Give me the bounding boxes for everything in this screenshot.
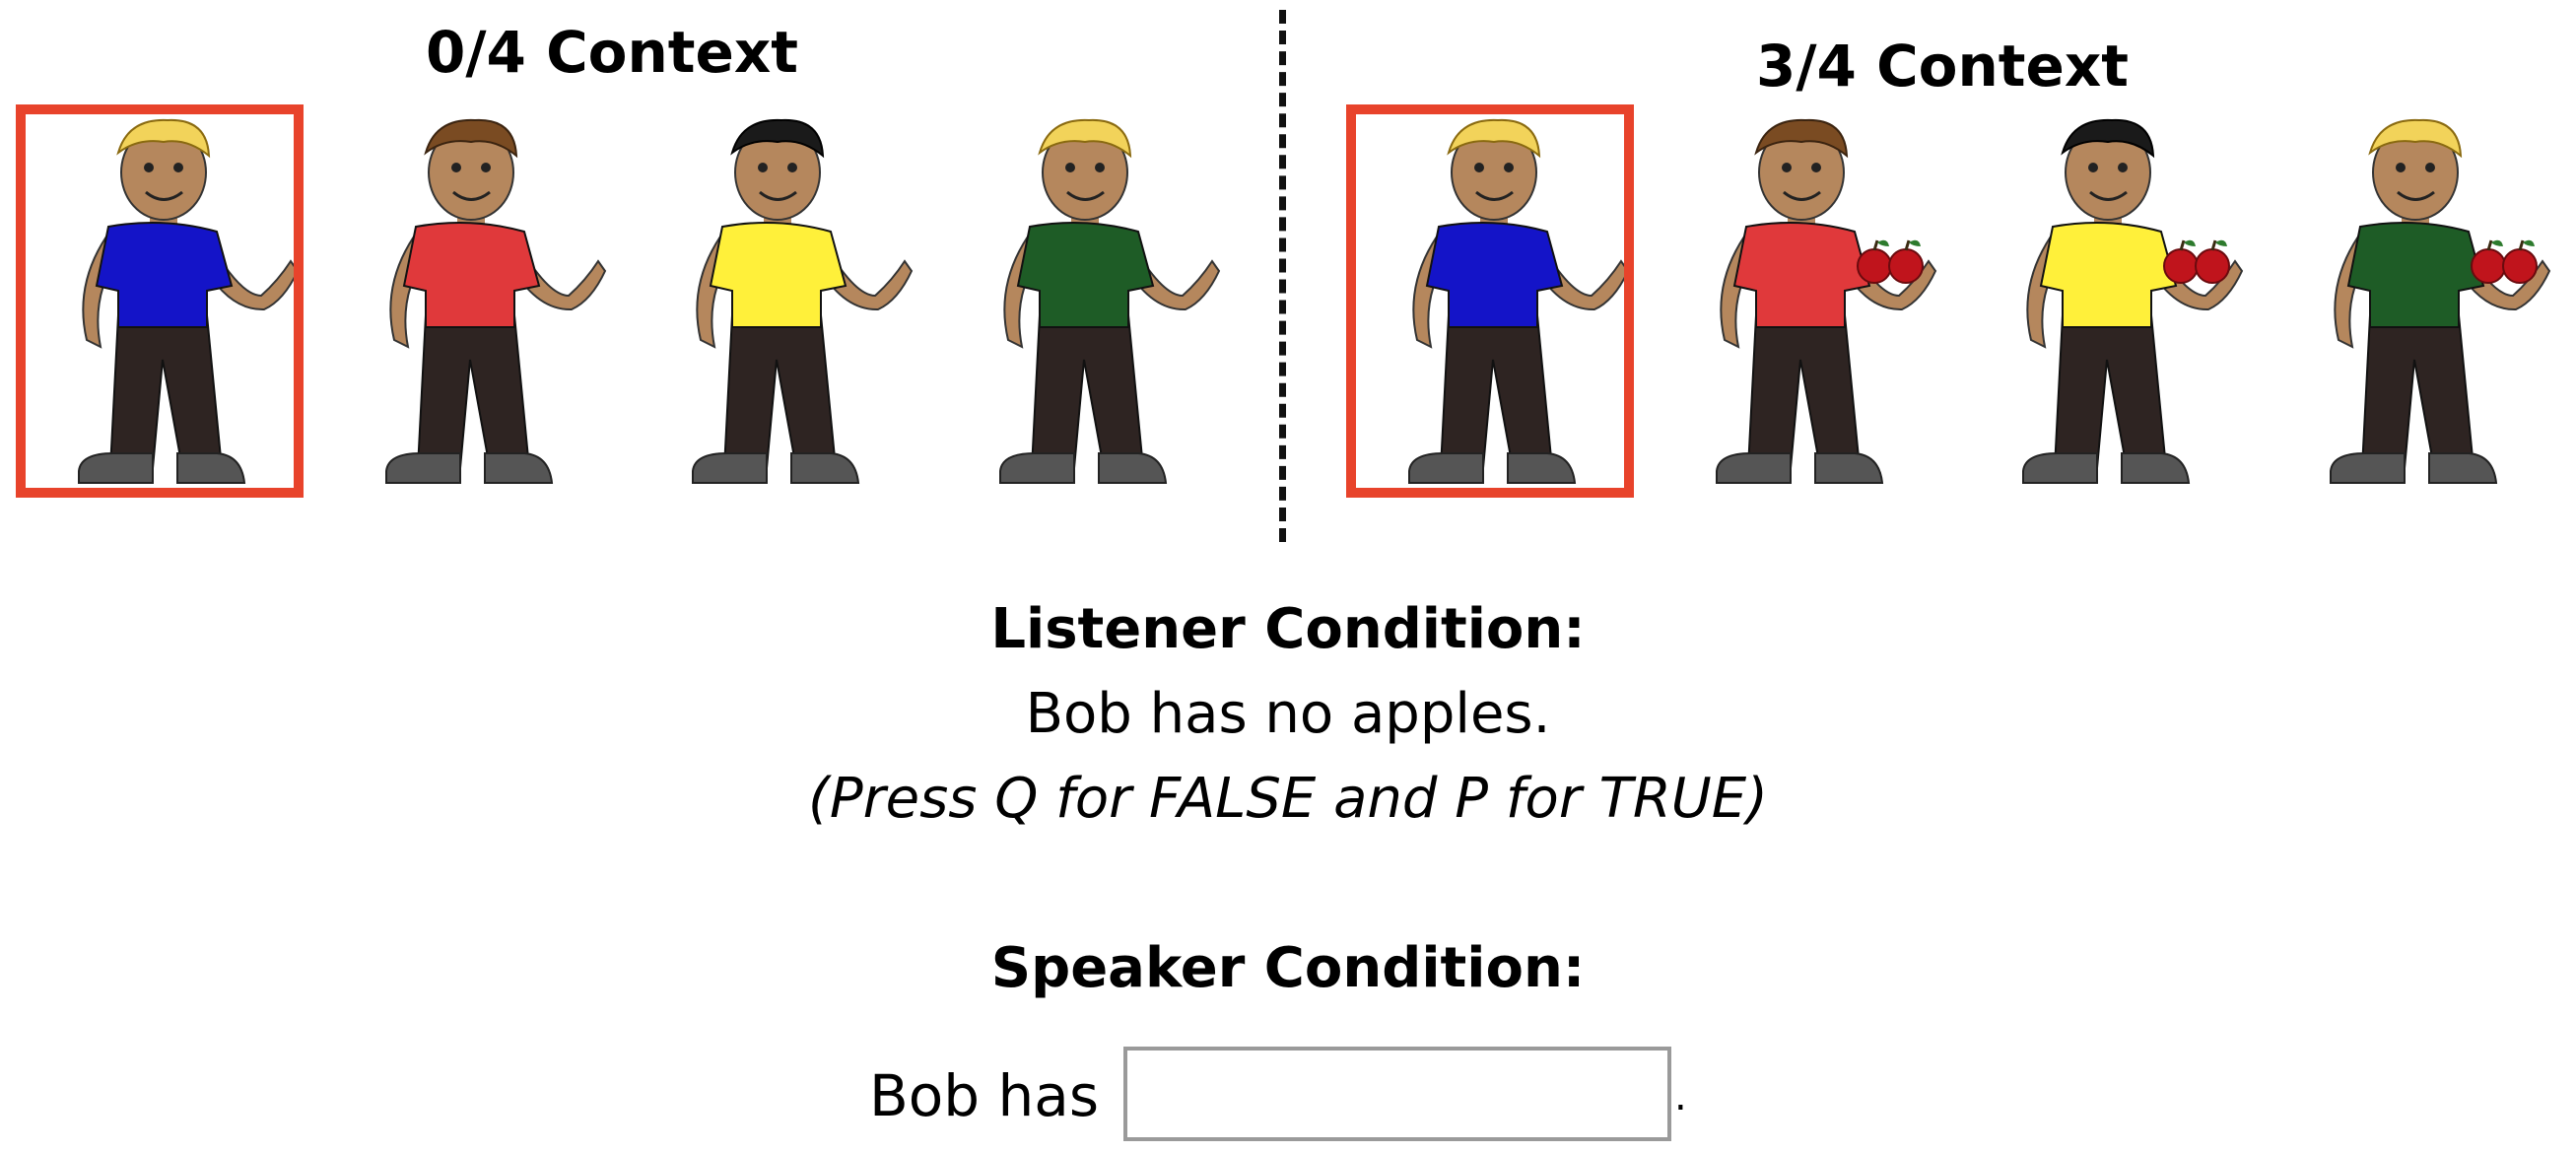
character-red-shirt[interactable] <box>327 99 623 498</box>
panel-title-3of4: 3/4 Context <box>1756 33 2129 100</box>
selected-character-highlight <box>16 104 304 498</box>
character-yellow-shirt-apples[interactable] <box>1964 99 2260 498</box>
character-green-shirt-apples[interactable] <box>2271 99 2567 498</box>
selected-character-highlight-right <box>1346 104 1634 498</box>
listener-instruction: (Press Q for FALSE and P for TRUE) <box>808 767 1768 831</box>
character-green-shirt[interactable] <box>941 99 1237 498</box>
speaker-answer-input[interactable] <box>1123 1047 1671 1141</box>
speaker-prompt: Bob has <box>869 1062 1100 1129</box>
panel-divider <box>1279 10 1286 542</box>
listener-heading: Listener Condition: <box>990 597 1586 661</box>
speaker-terminal: . <box>1674 1074 1687 1119</box>
apples-icon <box>2162 238 2231 285</box>
character-red-shirt-apples[interactable] <box>1658 99 1953 498</box>
apples-icon <box>1856 238 1925 285</box>
panel-title-0of4: 0/4 Context <box>426 19 798 86</box>
speaker-heading: Speaker Condition: <box>990 936 1586 1000</box>
character-yellow-shirt[interactable] <box>634 99 929 498</box>
character-blue-shirt-right[interactable] <box>1350 99 1646 498</box>
listener-sentence: Bob has no apples. <box>1025 682 1551 746</box>
apples-icon <box>2470 238 2539 285</box>
character-blue-shirt[interactable] <box>20 99 315 498</box>
